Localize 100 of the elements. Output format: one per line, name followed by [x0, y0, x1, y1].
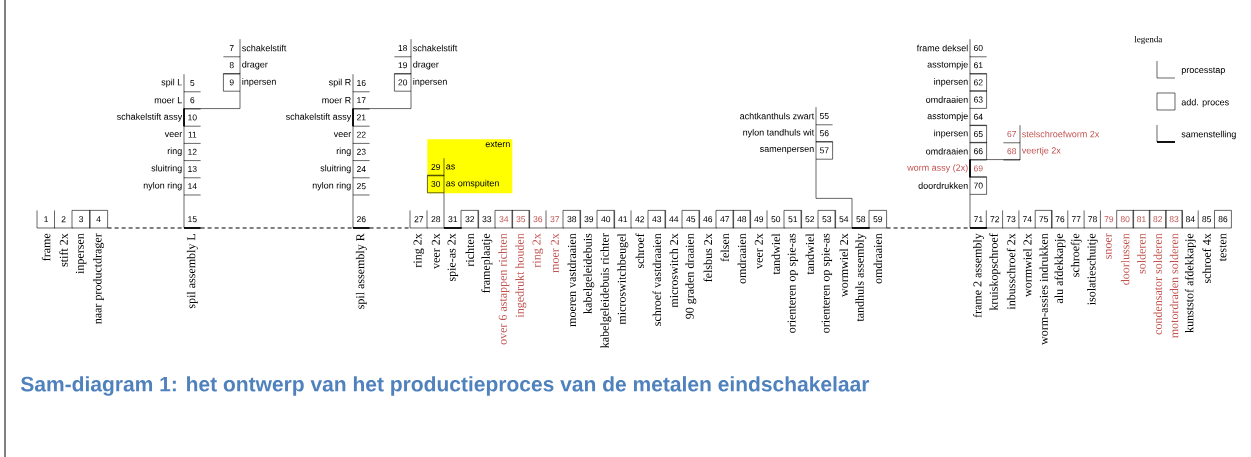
process-box: 63 — [969, 90, 987, 109]
process-box: 65 — [969, 124, 987, 144]
process-step: 56 — [815, 124, 833, 143]
assembly-step: 10 — [183, 107, 201, 128]
step-label: ring — [336, 147, 351, 156]
process-step: 74 — [1018, 210, 1037, 229]
process-step: 25 — [352, 177, 370, 196]
step-label: ring 2x — [532, 233, 544, 268]
step-label: tandhuls assembly — [855, 233, 867, 322]
step-label: frameplaatje — [481, 233, 493, 293]
step-label: schakelstift — [413, 44, 458, 52]
step-label: schroef 4x — [1202, 233, 1211, 284]
process-step: 24 — [352, 159, 370, 179]
step-label: inpersen — [413, 78, 447, 87]
process-step: 41 — [613, 210, 632, 229]
step-label: solderen — [1137, 233, 1146, 274]
assembly-step: 26 — [352, 210, 371, 229]
process-step: 37 — [545, 210, 564, 229]
assembly-step: 31 — [443, 210, 463, 229]
step-label: naar productdrager — [93, 233, 104, 324]
process-step: 28 — [426, 210, 445, 229]
process-step: 73 — [1002, 210, 1020, 229]
process-step: 7 — [223, 38, 241, 58]
step-label: tandwiel — [771, 233, 780, 275]
step-label: nylon ring — [143, 182, 182, 191]
process-step: 54 — [834, 210, 853, 229]
process-box: 75 — [1034, 210, 1053, 229]
step-label: ingedrukt houden — [515, 233, 527, 318]
process-step: 61 — [969, 56, 987, 75]
step-label: kabelgeleidebuis richter — [600, 233, 612, 348]
process-step: 19 — [394, 56, 412, 75]
step-label: veer 2x — [754, 233, 763, 269]
process-box: 9 — [223, 73, 241, 92]
step-label: 90 graden draaien — [685, 233, 697, 319]
step-label: drager — [413, 61, 439, 70]
step-label: schroef — [635, 233, 645, 269]
legend-label: processtap — [1181, 67, 1225, 75]
step-label: schakelstift assy — [116, 113, 183, 122]
connector-line — [815, 158, 853, 211]
process-step: 49 — [749, 210, 768, 229]
process-box: 47 — [715, 210, 734, 229]
step-label: schakelstift assy — [285, 113, 352, 122]
process-step: 29 — [427, 157, 445, 177]
step-label: inpersen — [934, 78, 968, 87]
process-step: 6 — [183, 91, 201, 110]
step-label: worm-assies indrukken — [1039, 233, 1048, 345]
process-step: 27 — [409, 210, 428, 229]
process-step: 68 — [1003, 142, 1021, 161]
process-box: 82 — [1149, 210, 1167, 229]
step-label: inbusschroef 2x — [1006, 233, 1016, 310]
step-label: over 6 astappen richten — [498, 233, 510, 345]
process-box: 62 — [969, 73, 987, 92]
step-label: schakelstift — [242, 44, 287, 52]
step-label: as omspuiten — [446, 179, 499, 189]
process-box: 38 — [562, 210, 581, 229]
process-box: 57 — [815, 141, 833, 160]
step-label: ring — [167, 147, 182, 156]
step-label: spil assembly R — [355, 233, 367, 309]
process-step: 84 — [1181, 210, 1200, 229]
step-label: moeren vastdraaien — [567, 233, 576, 327]
process-box: 34 — [494, 210, 513, 229]
step-label: omdraaien — [873, 233, 882, 284]
step-label: kunststof afdekkapje — [1184, 233, 1196, 333]
process-box: 35 — [511, 210, 530, 229]
process-box: 59 — [868, 210, 887, 229]
step-label: wormwiel 2x — [1023, 233, 1032, 297]
assembly-step: 15 — [183, 210, 202, 229]
step-label: orienteren op spie-as — [787, 233, 799, 333]
process-step: 33 — [477, 210, 496, 229]
process-step: 46 — [698, 210, 717, 229]
step-label: snoer — [1105, 233, 1112, 259]
connector-line — [969, 194, 971, 211]
step-label: alu afdekkapje — [1054, 233, 1066, 304]
connector-line — [183, 90, 241, 109]
assembly-step: 71 — [969, 210, 988, 229]
process-step: 16 — [352, 73, 370, 93]
process-step: 36 — [528, 210, 547, 229]
step-label: drager — [242, 61, 268, 70]
step-label: doorlussen — [1120, 233, 1130, 285]
step-label: omdraaien — [926, 147, 968, 155]
process-box: 70 — [969, 176, 987, 195]
step-label: frame 2 assembly — [972, 233, 984, 318]
step-label: spie-as 2x — [447, 233, 459, 282]
process-box: 66 — [969, 142, 987, 161]
assembly-step: 58 — [851, 210, 871, 229]
legend-title: legenda — [1134, 35, 1163, 45]
step-label: asstompje — [927, 112, 968, 121]
process-step: 22 — [352, 125, 370, 144]
step-label: sluitring — [151, 164, 182, 174]
process-box: 20 — [394, 73, 412, 92]
step-label: felsbus 2x — [703, 233, 713, 282]
process-step: 55 — [815, 106, 833, 126]
process-box: 45 — [681, 210, 700, 229]
process-box: 51 — [783, 210, 802, 229]
process-step: 42 — [630, 210, 649, 229]
step-label: moer R — [322, 97, 351, 104]
process-step: 17 — [352, 91, 370, 110]
process-step: 13 — [183, 159, 201, 179]
step-label: stift 2x — [59, 233, 68, 267]
connector-line — [352, 194, 354, 211]
